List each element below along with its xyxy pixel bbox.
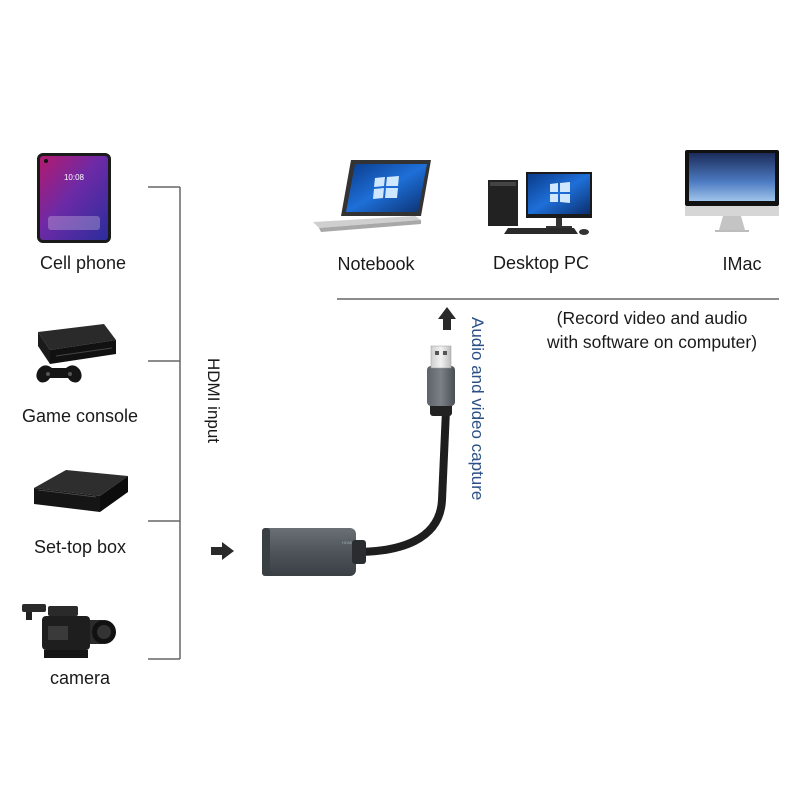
capture-label: Audio and video capture <box>468 317 487 501</box>
laptop-icon <box>311 158 435 234</box>
software-note: (Record video and audio with software on… <box>512 306 792 354</box>
desktop-pc-icon <box>486 168 596 238</box>
computer-label-desktop-pc: Desktop PC <box>492 253 590 273</box>
right-arrow-icon <box>211 542 234 560</box>
hdmi-input-label: HDMI input <box>204 358 223 444</box>
imac-icon <box>683 148 781 234</box>
computer-label-imac: IMac <box>722 254 762 274</box>
cell-phone-icon: 10:08 <box>36 152 112 244</box>
up-arrow-icon <box>438 307 456 330</box>
source-label-camera: camera <box>49 668 111 688</box>
hdmi-capture-adapter: HDMI <box>262 345 455 576</box>
source-label-cell-phone: Cell phone <box>39 253 127 273</box>
computer-label-notebook: Notebook <box>337 254 415 274</box>
game-console-icon <box>30 318 120 390</box>
source-label-game-console: Game console <box>21 406 139 426</box>
set-top-box-icon <box>30 466 130 522</box>
video-camera-icon <box>18 602 118 662</box>
svg-text:10:08: 10:08 <box>64 173 85 182</box>
svg-text:HDMI: HDMI <box>342 540 352 545</box>
software-note-line-1: (Record video and audio <box>556 308 748 328</box>
software-note-line-2: with software on computer) <box>546 332 758 352</box>
source-label-set-top-box: Set-top box <box>33 537 127 557</box>
